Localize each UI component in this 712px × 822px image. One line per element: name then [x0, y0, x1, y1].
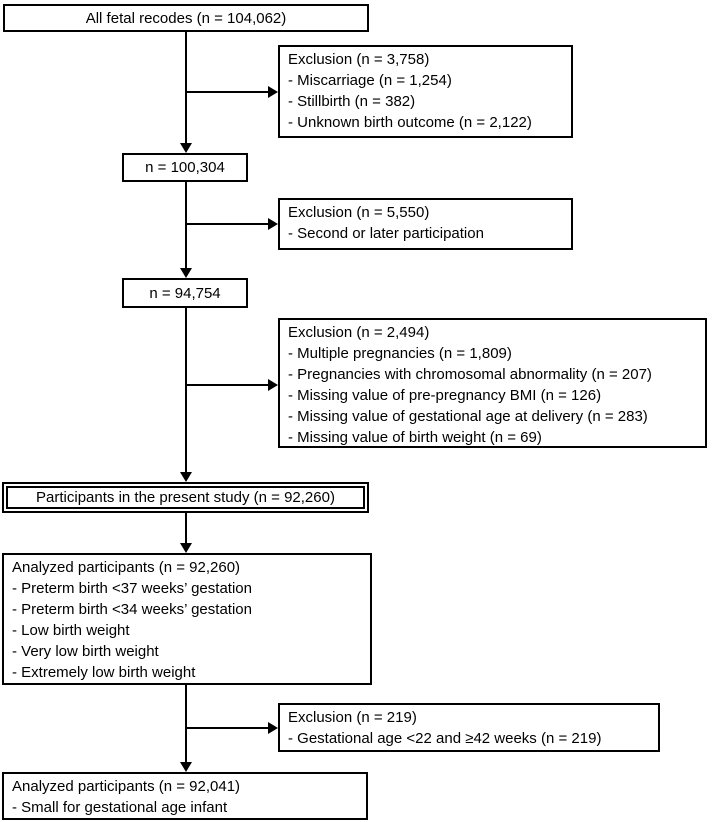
list-item: - Stillbirth (n = 382): [288, 93, 416, 110]
arrow-down-icon: [180, 543, 192, 553]
list-item: - Very low birth weight: [12, 643, 159, 660]
exclusion-4-items: - Gestational age <22 and ≥42 weeks (n =…: [288, 728, 650, 749]
exclusion-2-header: Exclusion (n = 5,550): [288, 204, 430, 221]
connector-line: [185, 182, 187, 269]
box-analyzed-sga: Analyzed participants (n = 92,041) - Sma…: [2, 772, 368, 820]
arrow-right-icon: [268, 86, 278, 98]
analyzed-sga-items: - Small for gestational age infant: [12, 797, 358, 818]
exclusion-box-4: Exclusion (n = 219) - Gestational age <2…: [278, 703, 660, 752]
exclusion-box-3: Exclusion (n = 2,494) - Multiple pregnan…: [278, 318, 707, 448]
box-analyzed-outcomes: Analyzed participants (n = 92,260) - Pre…: [2, 553, 372, 685]
box-present-study: Participants in the present study (n = 9…: [2, 482, 369, 513]
exclusion-3-items: - Multiple pregnancies (n = 1,809) - Preg…: [288, 343, 697, 448]
list-item: - Multiple pregnancies (n = 1,809): [288, 345, 512, 362]
exclusion-4-header: Exclusion (n = 219): [288, 709, 417, 726]
list-item: - Missing value of birth weight (n = 69): [288, 429, 542, 446]
list-item: - Preterm birth <37 weeks’ gestation: [12, 580, 252, 597]
list-item: - Gestational age <22 and ≥42 weeks (n =…: [288, 730, 602, 747]
box-present-study-inner: Participants in the present study (n = 9…: [6, 486, 365, 509]
arrow-down-icon: [180, 762, 192, 772]
exclusion-box-2: Exclusion (n = 5,550) - Second or later …: [278, 198, 573, 250]
list-item: - Extremely low birth weight: [12, 664, 196, 681]
arrow-down-icon: [180, 472, 192, 482]
connector-line: [185, 308, 187, 473]
box-all-fetal-records: All fetal recodes (n = 104,062): [3, 4, 369, 32]
analyzed-sga-header: Analyzed participants (n = 92,041): [12, 778, 241, 795]
connector-line: [186, 727, 270, 729]
box-n-94754: n = 94,754: [122, 278, 248, 308]
connector-line: [185, 685, 187, 764]
analyzed-outcomes-items: - Preterm birth <37 weeks’ gestation - Pr…: [12, 578, 362, 683]
connector-line: [186, 384, 270, 386]
list-item: - Miscarriage (n = 1,254): [288, 72, 452, 89]
connector-line: [185, 513, 187, 544]
box-present-study-label: Participants in the present study (n = 9…: [36, 489, 335, 506]
exclusion-1-header: Exclusion (n = 3,758): [288, 51, 430, 68]
connector-line: [185, 32, 187, 144]
arrow-right-icon: [268, 379, 278, 391]
exclusion-3-header: Exclusion (n = 2,494): [288, 324, 430, 341]
arrow-right-icon: [268, 218, 278, 230]
list-item: - Unknown birth outcome (n = 2,122): [288, 114, 532, 131]
list-item: - Missing value of pre-pregnancy BMI (n …: [288, 387, 602, 404]
box-n-94754-label: n = 94,754: [149, 284, 221, 302]
list-item: - Missing value of gestational age at de…: [288, 408, 648, 425]
box-all-fetal-records-label: All fetal recodes (n = 104,062): [85, 9, 287, 27]
connector-line: [186, 91, 270, 93]
exclusion-2-items: - Second or later participation: [288, 223, 563, 244]
list-item: - Low birth weight: [12, 622, 130, 639]
exclusion-1-items: - Miscarriage (n = 1,254) - Stillbirth (n…: [288, 70, 563, 133]
exclusion-box-1: Exclusion (n = 3,758) - Miscarriage (n =…: [278, 45, 573, 138]
box-n-100304: n = 100,304: [122, 153, 248, 182]
list-item: - Small for gestational age infant: [12, 799, 228, 816]
list-item: - Preterm birth <34 weeks’ gestation: [12, 601, 252, 618]
list-item: - Second or later participation: [288, 225, 484, 242]
list-item: - Pregnancies with chromosomal abnormali…: [288, 366, 652, 383]
box-n-100304-label: n = 100,304: [145, 159, 225, 176]
arrow-down-icon: [180, 143, 192, 153]
arrow-right-icon: [268, 722, 278, 734]
analyzed-outcomes-header: Analyzed participants (n = 92,260): [12, 559, 241, 576]
arrow-down-icon: [180, 268, 192, 278]
connector-line: [186, 223, 270, 225]
